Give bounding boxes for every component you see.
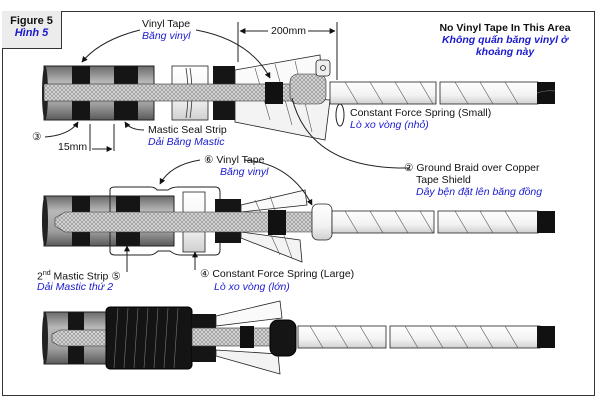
vinyl-tape-wrap [105, 306, 193, 370]
copper-tape-cable [297, 325, 387, 349]
cone-top [240, 189, 308, 213]
braid-tape-band [268, 210, 286, 235]
label-vinyl-tape-6-text: Vinyl Tape [216, 154, 265, 166]
cable-end-tape [537, 326, 555, 348]
braid-tape-band [265, 82, 283, 104]
label-vinyl-tape-top: Vinyl Tape [142, 18, 191, 30]
cable-end-tape [537, 211, 555, 233]
leader-vinyl-6-left [159, 159, 201, 185]
dimension-200mm: 200mm [271, 25, 307, 37]
label-mastic-2nd-sup: nd [42, 270, 51, 277]
copper-tape-cable [437, 210, 539, 234]
copper-tape-cable [329, 81, 437, 105]
leader-vinyl-6-right [243, 159, 313, 206]
cable-end-tape [537, 82, 555, 104]
small-spring-clip [311, 203, 333, 241]
cable-assembly-bottom [42, 300, 555, 375]
ground-braid [191, 327, 273, 347]
vinyl-tape-wrap-small [269, 319, 297, 357]
ground-braid-bend [289, 73, 327, 105]
label-ground-braid-vi: Dây bện đặt lên băng đồng [416, 186, 543, 198]
cone-bottom [240, 231, 303, 263]
figure-label-vi: Hình 5 [14, 27, 49, 39]
label-spring-small: Constant Force Spring (Small) [350, 107, 492, 119]
label-spring-small-vi: Lò xo vòng (nhỏ) [350, 119, 429, 131]
leader-marker-3 [44, 121, 79, 138]
leader-lines [44, 22, 411, 272]
label-ground-braid-line2: Tape Shield [416, 174, 471, 186]
label-no-vinyl-area-vi-2: khoảng này [475, 46, 535, 58]
figure-label-box: Figure 5 Hình 5 [2, 11, 62, 49]
marker-5: ⑤ [111, 270, 121, 283]
dimension-15mm: 15mm [58, 141, 88, 153]
label-vinyl-tape-top-vi: Băng vinyl [142, 30, 191, 42]
label-spring-large-vi: Lò xo vòng (lớn) [214, 281, 290, 293]
spring-clip [315, 59, 331, 77]
cable-assembly-top [42, 54, 556, 141]
marker-3: ③ [32, 131, 42, 143]
label-mastic-2nd-number: 2 [37, 270, 43, 283]
label-mastic-2nd: 2nd Mastic Strip ⑤ [37, 268, 121, 283]
marker-6: ⑥ [204, 154, 214, 166]
label-no-vinyl-area-vi-1: Không quấn băng vinyl ở [441, 34, 569, 46]
leader-vinyl-tape-top-2 [195, 29, 271, 79]
label-no-vinyl-area: No Vinyl Tape In This Area [439, 22, 571, 34]
label-spring-large-text: Constant Force Spring (Large) [212, 268, 355, 280]
copper-tape-cable [439, 81, 539, 105]
label-mastic-2nd-vi: Dải Mastic thứ 2 [37, 281, 114, 293]
marker-2: ② [404, 162, 414, 174]
copper-tape-cable [331, 210, 435, 234]
figure-label-en: Figure 5 [10, 15, 53, 27]
cone-top [215, 300, 283, 327]
jacket-end [42, 312, 48, 364]
label-vinyl-tape-6-vi: Băng vinyl [220, 166, 269, 178]
label-mastic-seal: Mastic Seal Strip [148, 124, 227, 136]
leader-ground-braid [291, 97, 411, 169]
label-spring-large: ④ Constant Force Spring (Large) [200, 268, 354, 280]
cone-bottom [215, 349, 281, 375]
label-ground-braid: ② Ground Braid over Copper [404, 162, 540, 174]
label-vinyl-tape-6: ⑥ Vinyl Tape [204, 154, 264, 166]
label-mastic-2nd-text: Mastic Strip [50, 270, 112, 283]
small-spring [335, 103, 345, 127]
braid-tape-band [240, 326, 254, 348]
leader-vinyl-tape-top [81, 29, 141, 63]
label-mastic-seal-vi: Dải Băng Mastic [148, 136, 225, 148]
cable-assembly-middle [42, 186, 555, 263]
label-ground-braid-line1: Ground Braid over Copper [416, 162, 540, 174]
leader-mastic-seal [124, 121, 145, 131]
jacket-end [42, 196, 48, 246]
marker-4: ④ [200, 268, 210, 280]
copper-tape-cable [389, 325, 541, 349]
